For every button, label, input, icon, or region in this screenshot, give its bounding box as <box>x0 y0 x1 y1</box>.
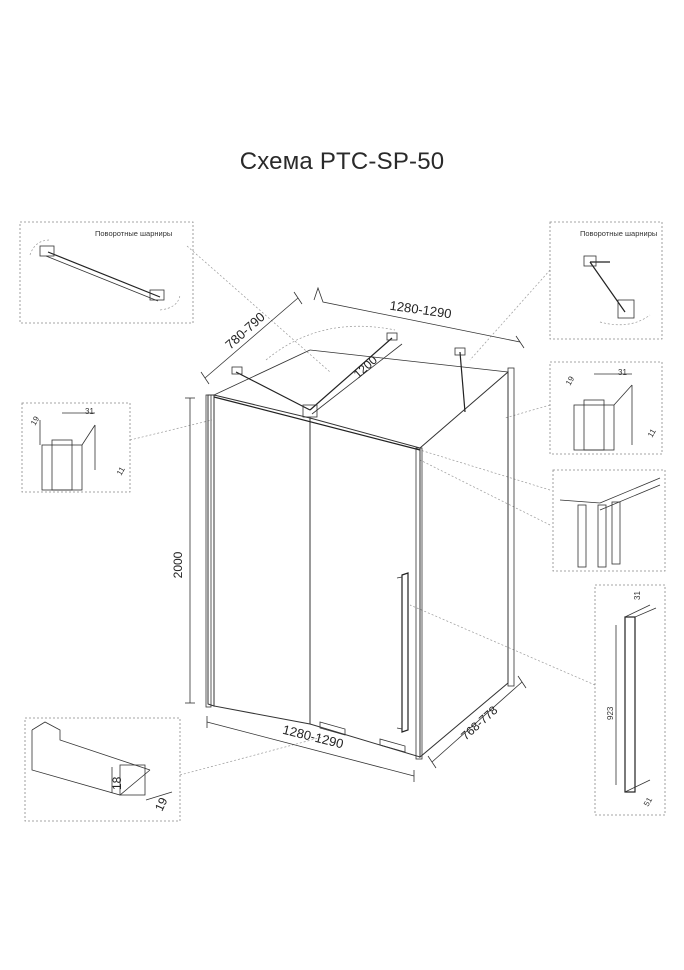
profile-left-depth: 19 <box>29 414 42 427</box>
detail-profile-left <box>21 402 131 493</box>
top-depth-label: 780-790 <box>222 309 267 352</box>
profile-right-side: 11 <box>646 427 658 439</box>
profile-right-width: 31 <box>618 368 627 377</box>
bottom-track-height: 18 <box>110 776 124 790</box>
detail-hinge-right <box>549 221 663 340</box>
hinge-right-caption: Поворотные шарниры <box>580 229 657 238</box>
profile-left-side: 11 <box>115 465 127 477</box>
handle-bottom: 51 <box>642 795 655 808</box>
cabin-drawing <box>185 286 527 782</box>
hinge-left-caption: Поворотные шарниры <box>95 229 172 238</box>
detail-hinge-left <box>19 221 194 324</box>
detail-corner <box>552 469 666 572</box>
detail-bottom-track <box>24 717 181 822</box>
bottom-track-width: 19 <box>152 795 170 813</box>
detail-profile-right <box>549 361 663 455</box>
diagram-title: Схема PTC-SP-50 <box>239 148 445 175</box>
detail-handle <box>594 584 666 816</box>
handle-top: 31 <box>633 591 642 600</box>
top-width-label: 1280-1290 <box>389 298 453 322</box>
handle-length: 923 <box>606 706 615 720</box>
leader-lines <box>129 245 596 776</box>
profile-left-width: 31 <box>85 407 94 416</box>
height-label: 2000 <box>171 551 185 578</box>
bottom-depth-label: 768-778 <box>458 703 500 743</box>
profile-right-depth: 19 <box>564 374 577 387</box>
